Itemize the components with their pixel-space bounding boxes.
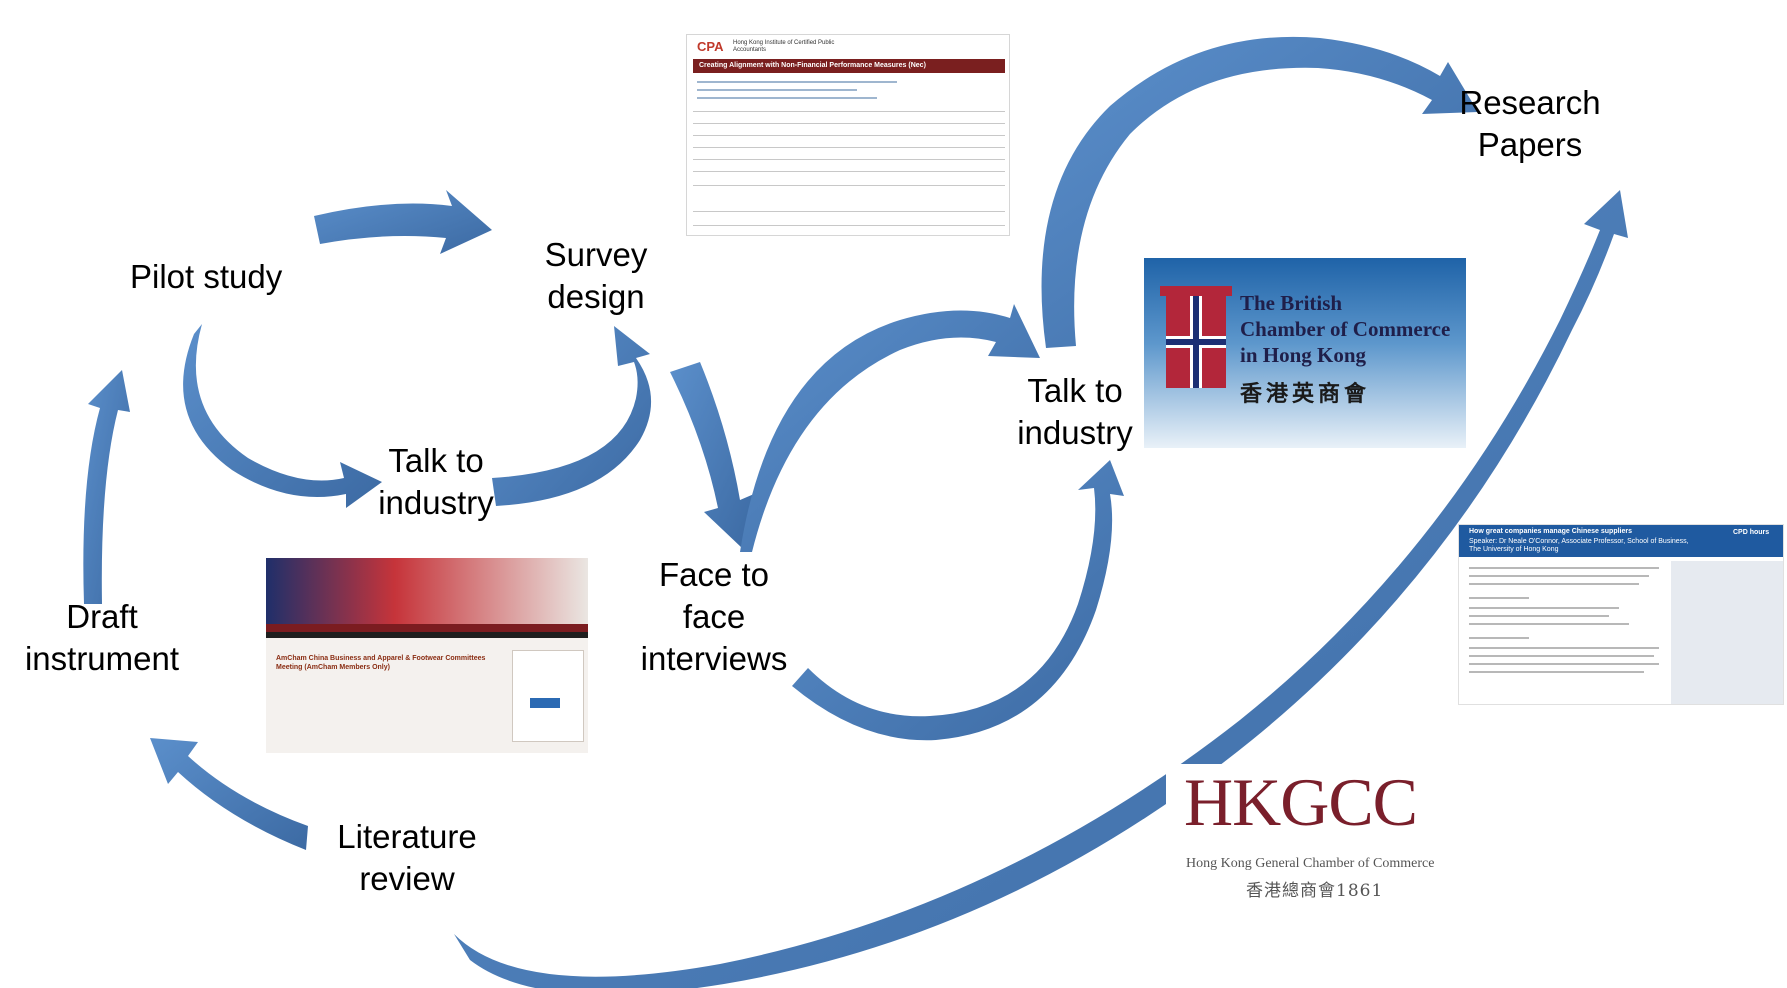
survey-design-line-2: design (547, 278, 645, 315)
amcham-subnav-bar (266, 632, 588, 638)
table-row (693, 135, 1005, 136)
cpa-org-name: Hong Kong Institute of Certified Public … (733, 40, 835, 53)
british-chamber-logo: The British Chamber of Commerce in Hong … (1144, 258, 1466, 448)
amcham-nav-bar (266, 624, 588, 632)
arrow-talk2-to-research (1041, 36, 1478, 348)
text-line (697, 97, 877, 99)
cpa-title-bar: Creating Alignment with Non-Financial Pe… (693, 59, 1005, 73)
hkgcc-full-name: Hong Kong General Chamber of Commerce (1186, 856, 1435, 871)
literature-review-line-2: review (359, 860, 455, 897)
bcc-chinese-name: 香港英商會 (1240, 382, 1371, 407)
cpd-seminar-thumbnail: How great companies manage Chinese suppl… (1458, 524, 1784, 705)
table-row (693, 147, 1005, 148)
arrow-pilot-to-survey (314, 190, 492, 254)
talk-to-industry-2-line-2: industry (1017, 414, 1133, 451)
face-to-face-line-2: face (682, 598, 746, 635)
text-line (1469, 671, 1644, 673)
text-line (1469, 575, 1649, 577)
text-line (697, 81, 897, 83)
arrow-face-to-talk2-lower (792, 460, 1124, 741)
research-papers-line-2: Papers (1477, 126, 1583, 163)
draft-instrument-label: Draft instrument (10, 596, 194, 680)
cpa-title: Creating Alignment with Non-Financial Pe… (699, 62, 926, 69)
cpd-header: How great companies manage Chinese suppl… (1459, 525, 1783, 557)
arrow-survey-to-face (670, 362, 754, 548)
talk-to-industry-1-line-1: Talk to (388, 442, 484, 479)
text-line (1469, 655, 1654, 657)
hkgcc-chinese-name: 香港總商會1861 (1246, 881, 1384, 901)
face-to-face-label: Face to face interviews (624, 554, 804, 680)
bcc-line-2: Chamber of Commerce (1240, 317, 1451, 341)
table-row (693, 123, 1005, 124)
cpd-sidebar (1671, 561, 1783, 704)
text-line (1469, 615, 1609, 617)
research-papers-line-1: Research (1459, 84, 1601, 121)
text-line (1469, 647, 1659, 649)
text-line (1469, 567, 1659, 569)
cpd-speaker: Speaker: Dr Neale O'Connor, Associate Pr… (1469, 538, 1689, 553)
talk-to-industry-label-2: Talk to industry (1000, 370, 1150, 454)
cpd-title: How great companies manage Chinese suppl… (1469, 528, 1632, 535)
talk-to-industry-1-line-2: industry (378, 484, 494, 521)
cpa-logo: CPA (697, 39, 724, 54)
draft-instrument-line-2: instrument (24, 640, 180, 677)
hkgcc-logo: HKGCC Hong Kong General Chamber of Comme… (1166, 764, 1486, 904)
amcham-sidebar (512, 650, 584, 742)
arrow-literature-to-draft (150, 738, 308, 850)
survey-design-line-1: Survey (544, 236, 648, 273)
face-to-face-line-1: Face to (658, 556, 770, 593)
hkgcc-logo-text: HKGCC (1184, 764, 1418, 840)
amcham-button (530, 698, 560, 708)
text-line (1469, 607, 1619, 609)
table-row (693, 185, 1005, 186)
arrow-literature-to-research (454, 190, 1628, 988)
table-row (693, 171, 1005, 172)
table-row (693, 159, 1005, 160)
bcc-line-1: The British (1240, 291, 1343, 315)
text-line (1469, 637, 1529, 639)
arrow-talk-to-survey (492, 326, 652, 506)
literature-review-label: Literature review (324, 816, 490, 900)
text-line (1469, 623, 1629, 625)
arrow-draft-to-pilot (83, 370, 130, 604)
text-line (1469, 583, 1639, 585)
table-row (693, 211, 1005, 212)
research-papers-label: Research Papers (1450, 82, 1610, 166)
cpd-badge: CPD hours (1733, 529, 1770, 536)
draft-instrument-line-1: Draft (66, 598, 138, 635)
face-to-face-line-3: interviews (640, 640, 788, 677)
arrow-face-to-talk2 (740, 304, 1040, 552)
talk-to-industry-label-1: Talk to industry (366, 440, 506, 524)
bcc-line-3: in Hong Kong (1240, 343, 1367, 367)
text-line (697, 89, 857, 91)
amcham-header-banner (266, 558, 588, 624)
amcham-heading: AmCham China Business and Apparel & Foot… (276, 655, 486, 671)
cpa-event-thumbnail: CPA Hong Kong Institute of Certified Pub… (686, 34, 1010, 236)
text-line (1469, 597, 1529, 599)
table-row (693, 225, 1005, 226)
amcham-webpage-thumbnail: AmCham China Business and Apparel & Foot… (266, 558, 588, 753)
literature-review-line-1: Literature (337, 818, 477, 855)
british-chamber-emblem-icon (1160, 286, 1232, 388)
pilot-study-label: Pilot study (130, 258, 283, 295)
survey-design-label: Survey design (526, 234, 666, 318)
table-row (693, 111, 1005, 112)
text-line (1469, 663, 1659, 665)
arrow-pilot-to-talk (183, 324, 382, 508)
talk-to-industry-2-line-1: Talk to (1027, 372, 1123, 409)
